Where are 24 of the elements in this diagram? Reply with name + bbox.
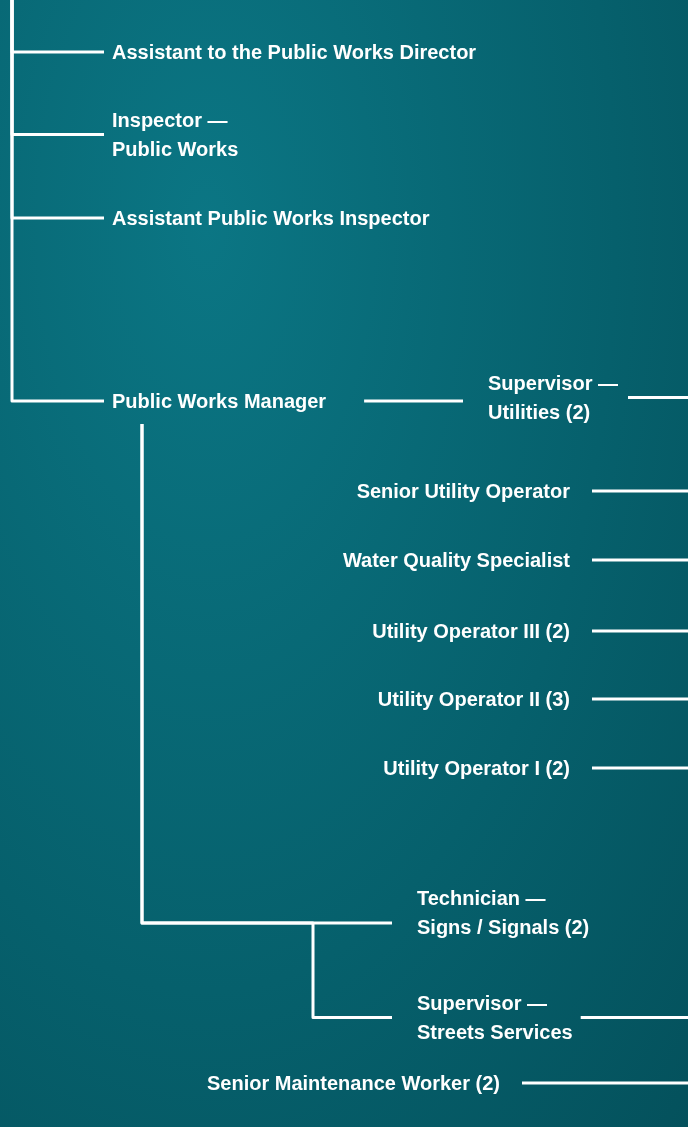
job-title: Senior Maintenance Worker (2): [206, 1069, 500, 1098]
connector-line: [592, 697, 688, 701]
connector-line: [10, 0, 104, 403]
connector-line: [592, 558, 688, 562]
connector-line: [592, 766, 688, 770]
job-title: Senior Utility Operator: [356, 477, 570, 506]
connector-line: [628, 396, 688, 399]
connector-line: [364, 399, 463, 403]
job-title: Utility Operator II (3): [377, 685, 570, 714]
connector-line: [580, 1016, 688, 1019]
job-title: Inspector — Public Works: [112, 106, 262, 164]
job-title: Utility Operator I (2): [383, 754, 570, 783]
connector-line: [592, 629, 688, 633]
job-title: Assistant Public Works Inspector: [112, 204, 430, 233]
connector-line: [522, 1081, 688, 1085]
job-title: Utility Operator III (2): [372, 617, 570, 646]
job-title: Assistant to the Public Works Director: [112, 38, 477, 67]
job-title: Technician — Signs / Signals (2): [417, 884, 597, 942]
job-title: Supervisor — Utilities (2): [488, 369, 638, 427]
job-title: Public Works Manager: [112, 387, 327, 416]
connector-line: [140, 424, 392, 1019]
job-title: Water Quality Specialist: [342, 546, 570, 575]
job-title: Supervisor — Streets Services: [417, 989, 587, 1047]
connector-line: [592, 489, 688, 493]
